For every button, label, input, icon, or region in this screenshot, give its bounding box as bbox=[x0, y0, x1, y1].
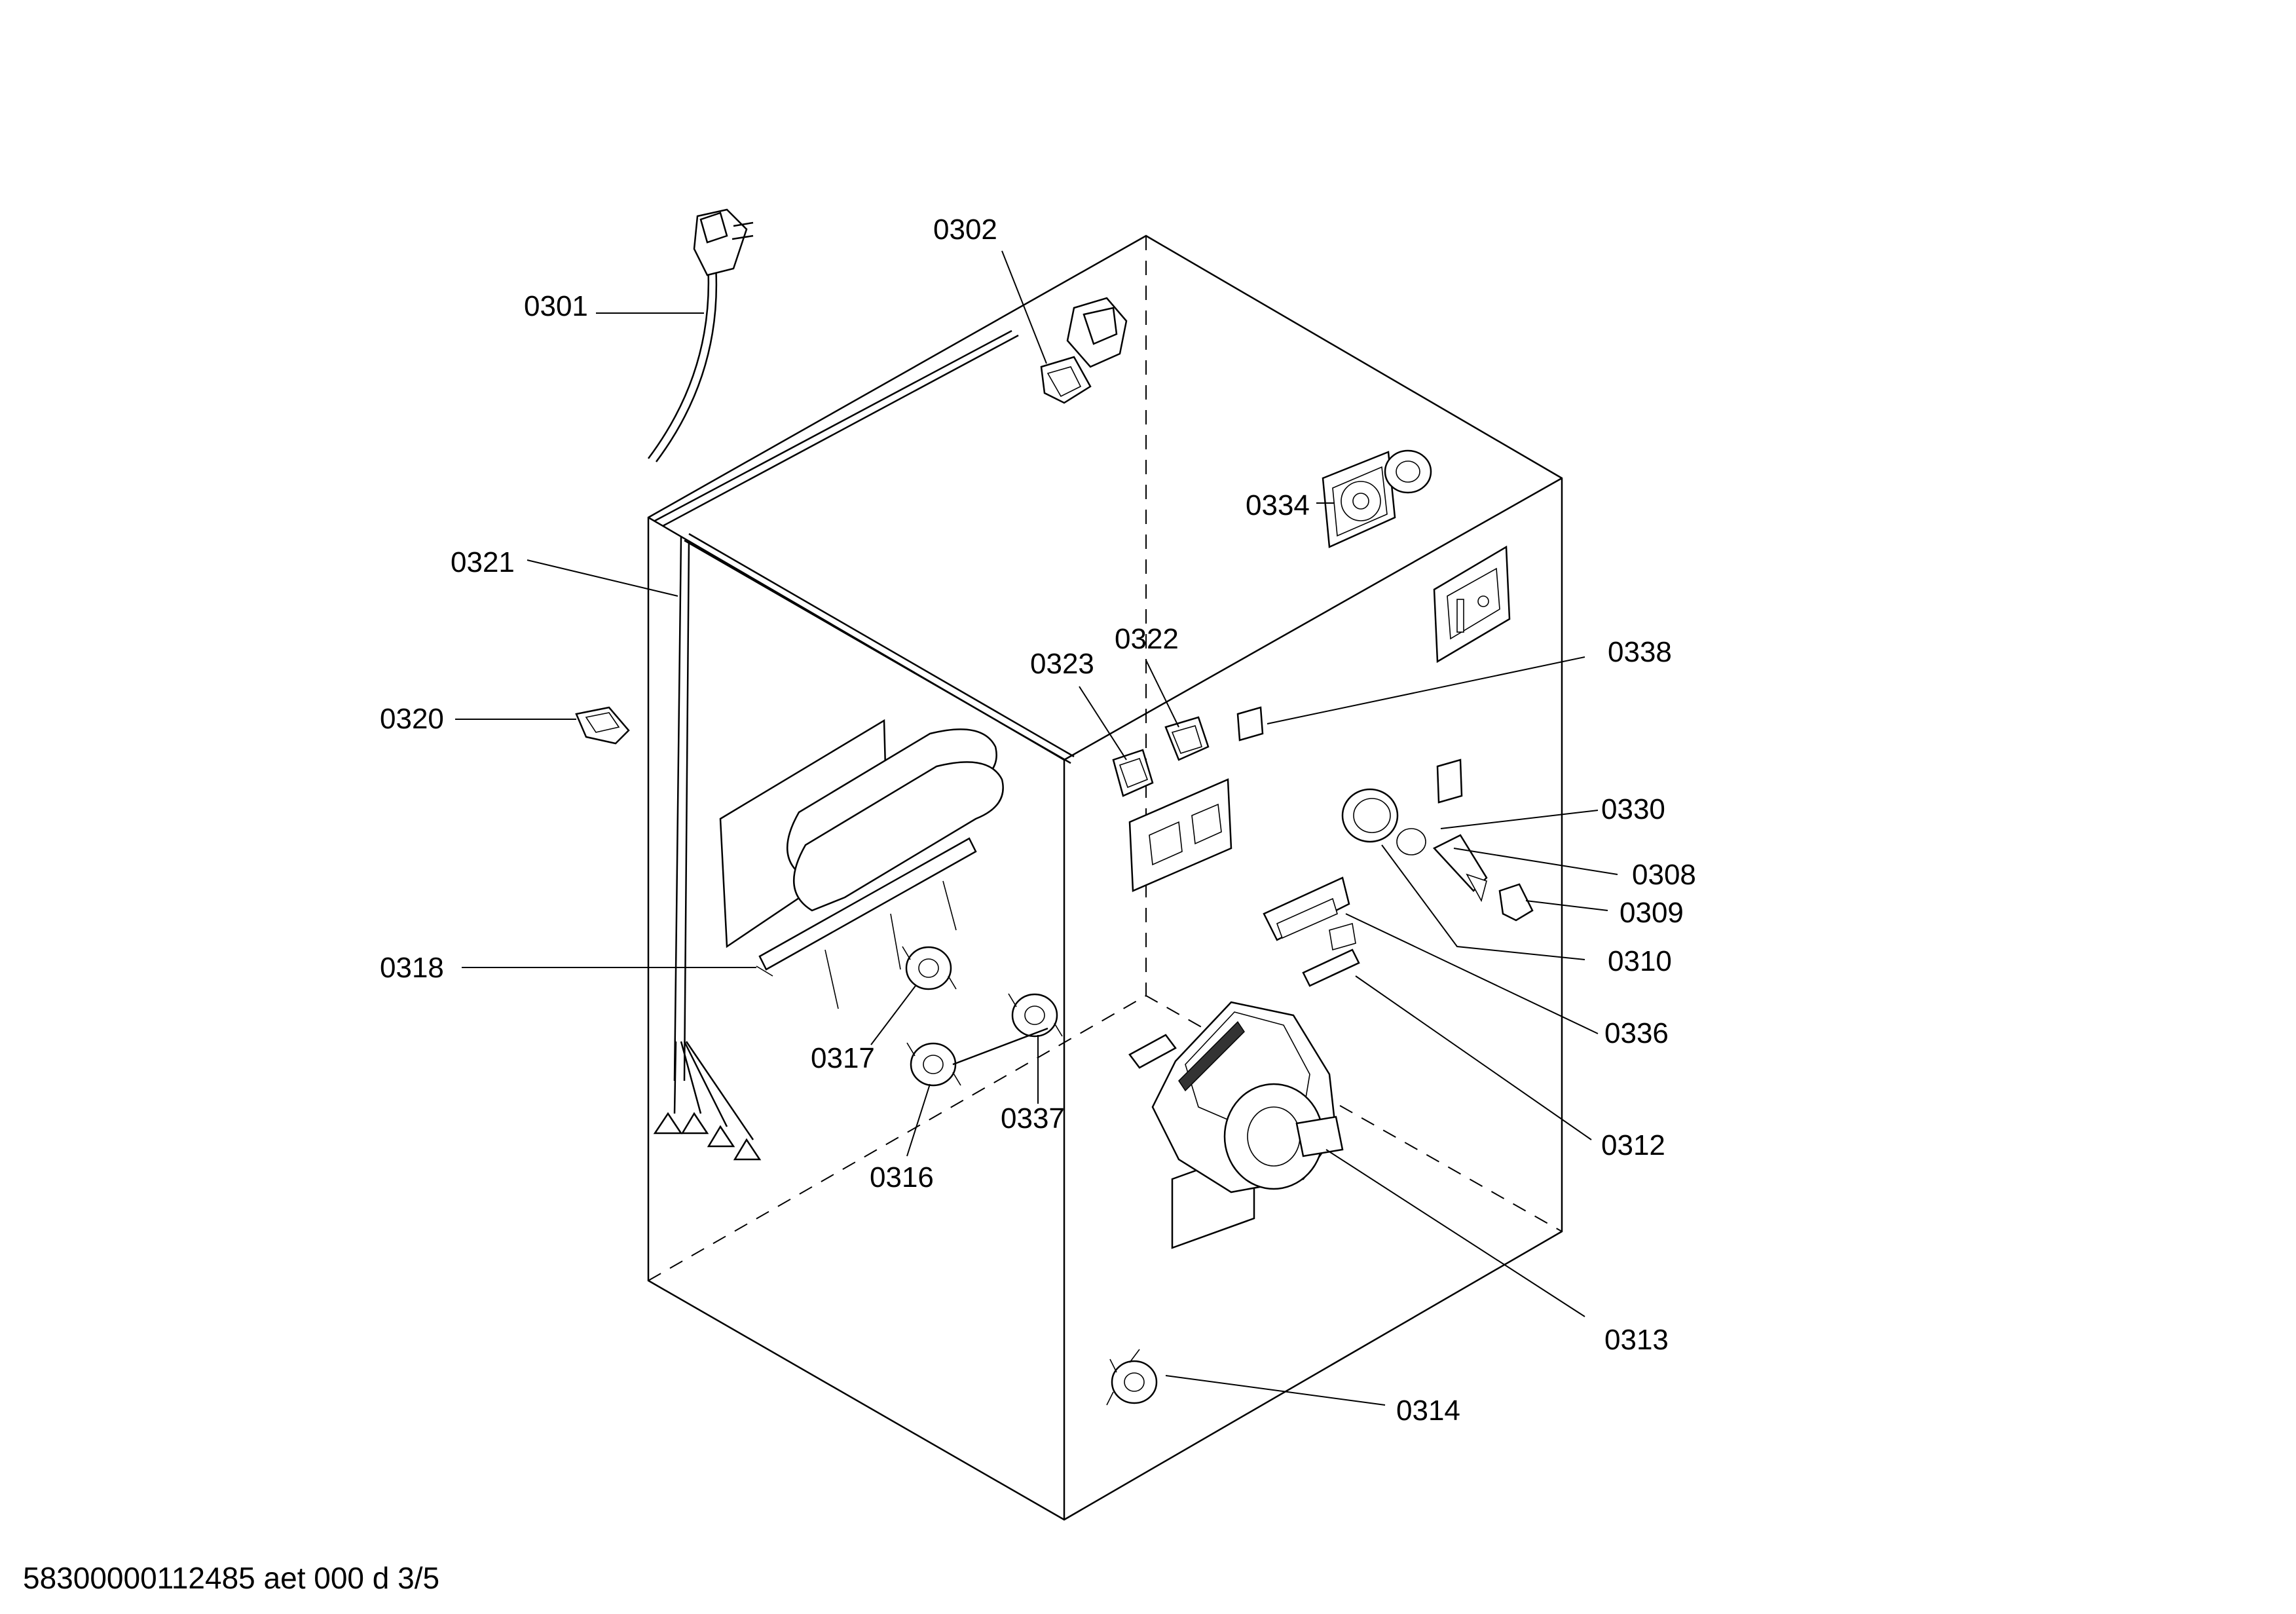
drive-motor bbox=[1128, 1001, 1344, 1249]
callout-0337: 0337 bbox=[1001, 1102, 1065, 1135]
door-clip bbox=[575, 706, 630, 745]
callout-0338: 0338 bbox=[1608, 636, 1672, 668]
switch-assembly bbox=[1112, 716, 1232, 892]
callout-0312: 0312 bbox=[1601, 1129, 1665, 1161]
callout-0316: 0316 bbox=[870, 1161, 934, 1193]
door-lock-parts bbox=[1040, 297, 1128, 404]
programmer-timer bbox=[1322, 449, 1432, 548]
thermostats bbox=[902, 946, 1063, 1087]
pressure-switch-group bbox=[1341, 759, 1534, 922]
sensor-parts bbox=[1263, 876, 1360, 987]
callout-0322: 0322 bbox=[1115, 623, 1179, 655]
callout-0302: 0302 bbox=[933, 214, 997, 246]
callout-0310: 0310 bbox=[1608, 945, 1672, 977]
callout-labels: 0301 0302 0334 0321 0338 0323 0322 0320 … bbox=[380, 214, 1696, 1427]
document-footer: 58300000112485 aet 000 d 3/5 bbox=[23, 1561, 439, 1595]
bottom-thermostat bbox=[1106, 1349, 1158, 1406]
callout-0301: 0301 bbox=[524, 290, 588, 322]
callout-0313: 0313 bbox=[1604, 1324, 1669, 1356]
callout-0336: 0336 bbox=[1604, 1017, 1669, 1049]
callout-0334: 0334 bbox=[1246, 489, 1310, 521]
mounting-plate bbox=[1433, 545, 1511, 664]
callout-0320: 0320 bbox=[380, 703, 444, 735]
cabinet-outline bbox=[647, 235, 1563, 1521]
small-clip-0338 bbox=[1236, 706, 1264, 741]
callout-0308: 0308 bbox=[1632, 859, 1696, 891]
callout-0321: 0321 bbox=[451, 546, 515, 578]
callout-0314: 0314 bbox=[1396, 1395, 1460, 1427]
wiring-harness bbox=[653, 329, 1075, 1161]
callout-0330: 0330 bbox=[1601, 793, 1665, 825]
power-cord bbox=[647, 208, 754, 462]
heater-element bbox=[719, 719, 1004, 1009]
callout-0318: 0318 bbox=[380, 952, 444, 984]
callout-0309: 0309 bbox=[1620, 897, 1684, 929]
callout-0317: 0317 bbox=[811, 1042, 875, 1074]
callout-0323: 0323 bbox=[1030, 648, 1094, 680]
leader-lines bbox=[455, 250, 1618, 1406]
